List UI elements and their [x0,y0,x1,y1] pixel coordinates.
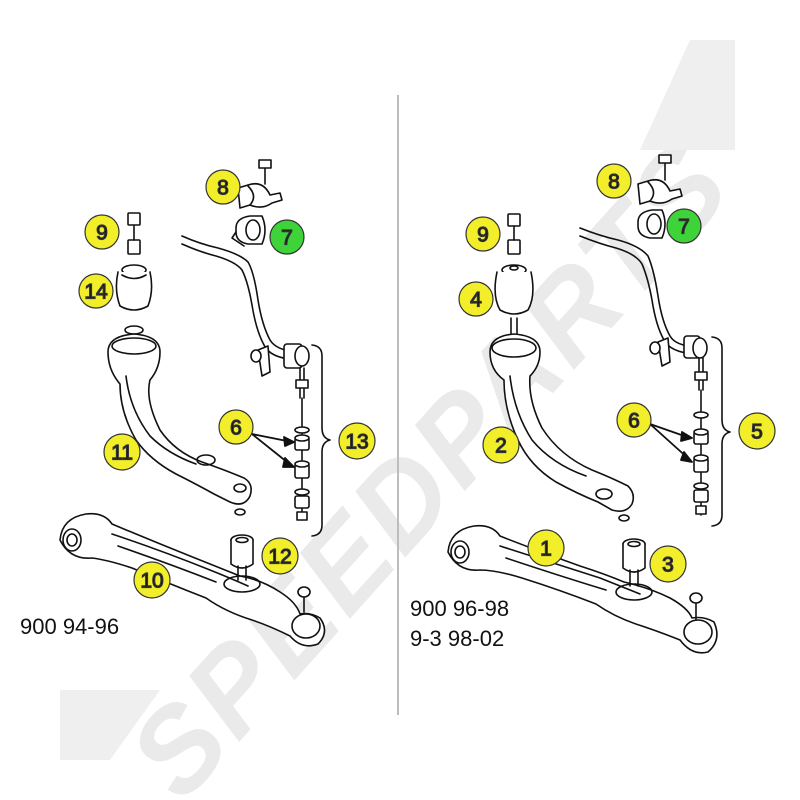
right-assembly [447,154,731,654]
callout-label: 9 [477,224,489,247]
stabilizer-link-top [250,343,310,399]
callout-9-right: 9 [465,216,501,252]
bushing-cap [507,213,521,255]
callout-label: 4 [470,289,482,312]
watermark: SPEEDPARTS [60,40,756,800]
callout-label: 6 [628,410,640,433]
stabilizer-bushing [231,215,266,247]
callout-label: 3 [662,554,674,577]
callout-12-left: 12 [261,537,299,575]
arrows-callout-6-left [251,433,295,468]
callout-6-right: 6 [616,402,652,438]
callout-7-left: 7 [269,219,305,255]
callout-label: 6 [230,417,242,440]
callout-14-left: 14 [78,273,114,309]
right-callouts: 8 7 9 4 6 5 2 1 3 [458,163,776,583]
callout-label: 13 [345,431,368,454]
callout-label: 1 [540,538,552,561]
callout-label: 7 [281,227,293,250]
callout-4-right: 4 [458,281,494,317]
watermark-stripe [640,40,735,150]
stabilizer-bar [181,235,297,361]
stabilizer-link-stack [294,397,310,521]
arrows-callout-6-right [649,423,693,463]
control-arm-bushing-lower [622,538,646,587]
callout-label: 7 [678,216,690,239]
stabilizer-link-stack [693,389,709,516]
model-label-right-line1: 900 96-98 [410,596,510,621]
callout-label: 11 [111,442,133,465]
callout-7-right: 7 [666,208,702,244]
left-callouts: 8 7 9 14 6 13 11 12 10 [78,169,376,599]
callout-1-right: 1 [527,529,565,567]
stabilizer-bushing [637,209,666,239]
callout-5-right: 5 [738,412,776,450]
watermark-stripe [60,690,160,760]
callout-8-right: 8 [596,163,632,199]
stabilizer-clamp [237,159,283,209]
callout-label: 2 [495,435,507,458]
group-bracket-5 [711,336,731,527]
control-arm-bushing-upper [115,264,153,335]
callout-10-left: 10 [133,561,171,599]
callout-3-right: 3 [649,545,687,583]
control-arm-bushing-lower [230,534,254,581]
callout-9-left: 9 [84,214,120,250]
callout-label: 9 [96,222,108,245]
stabilizer-clamp [637,154,683,205]
bushing-cap [127,212,141,255]
callout-8-left: 8 [205,169,241,205]
stabilizer-link-top [649,335,708,391]
group-bracket-13 [311,344,331,537]
lower-control-arm [447,524,718,654]
callout-13-left: 13 [338,422,376,460]
callout-11-left: 11 [103,433,141,471]
model-label-right-line2: 9-3 98-02 [410,626,505,651]
callout-label: 12 [268,546,291,569]
control-arm-bushing-upper [494,264,534,347]
callout-label: 5 [751,421,763,444]
callout-label: 10 [140,570,163,593]
lower-control-arm [59,512,326,647]
callout-label: 8 [217,177,229,200]
callout-label: 14 [84,281,108,304]
callout-2-right: 2 [482,426,520,464]
callout-label: 8 [608,171,620,194]
callout-6-left: 6 [218,409,254,445]
model-label-left: 900 94-96 [20,614,120,639]
left-assembly [59,159,331,647]
